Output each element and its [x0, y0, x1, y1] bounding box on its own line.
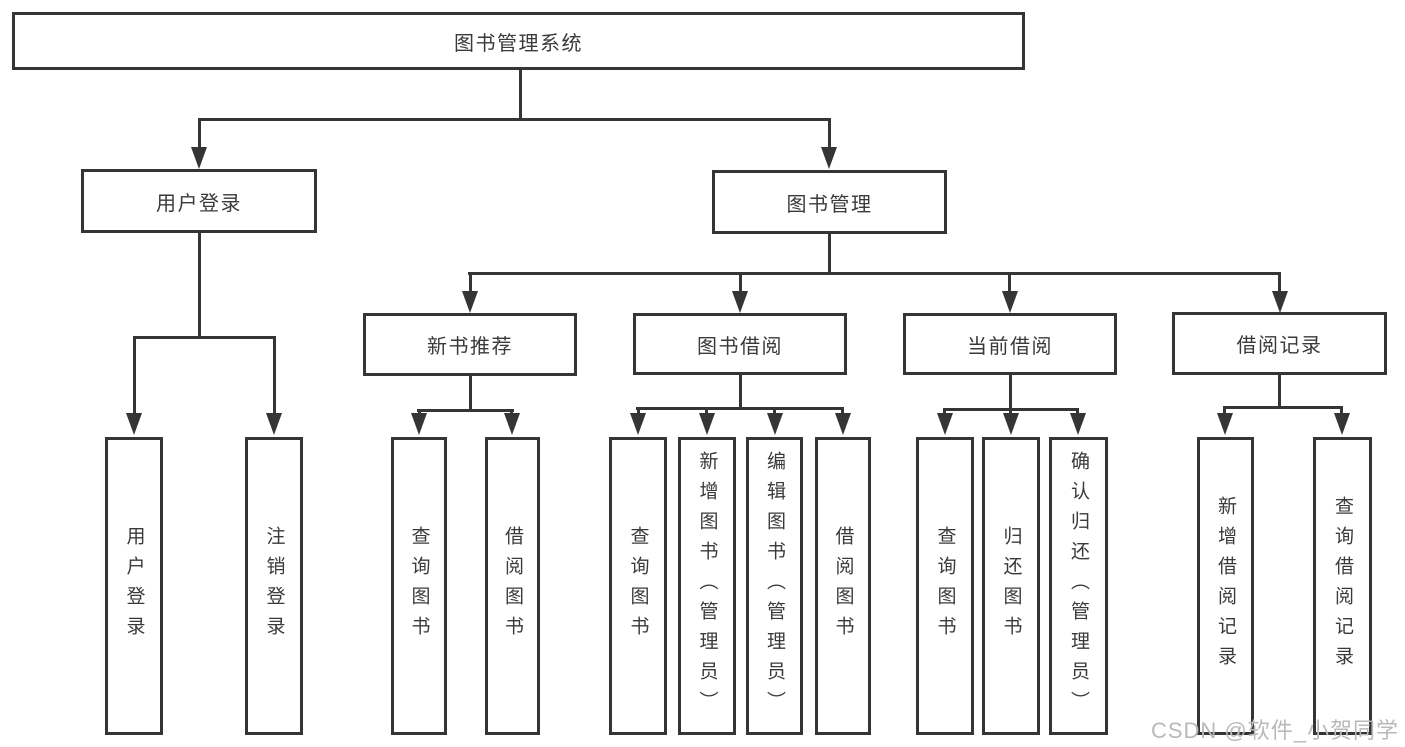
- connector-vline: [1008, 272, 1011, 293]
- leaf-borrow-books-2: 借阅图书: [815, 437, 871, 735]
- leaf-query-books-2: 查询图书: [609, 437, 667, 735]
- node-root: 图书管理系统: [12, 12, 1025, 70]
- arrowhead-down: [1003, 413, 1019, 435]
- arrowhead-down: [937, 413, 953, 435]
- node-new-book-recommend: 新书推荐: [363, 313, 577, 376]
- arrowhead-down: [630, 413, 646, 435]
- leaf-query-borrow-record: 查询借阅记录: [1313, 437, 1372, 735]
- connector-vline: [1009, 375, 1012, 408]
- watermark: CSDN @软件_小贺同学: [1150, 718, 1399, 743]
- connector-vline: [828, 234, 831, 272]
- arrowhead-down: [699, 413, 715, 435]
- leaf-return-books: 归还图书: [982, 437, 1040, 735]
- node-book-borrow: 图书借阅: [633, 313, 847, 375]
- arrowhead-down: [1217, 413, 1233, 435]
- leaf-query-books-3: 查询图书: [916, 437, 974, 735]
- connector-vline: [773, 407, 776, 415]
- connector-vline: [1278, 272, 1281, 293]
- arrowhead-down: [126, 413, 142, 435]
- connector-vline: [828, 118, 831, 149]
- arrowhead-down: [462, 291, 478, 313]
- node-current-borrow: 当前借阅: [903, 313, 1117, 375]
- connector-vline: [943, 408, 946, 415]
- arrowhead-down: [1334, 413, 1350, 435]
- connector-vline: [469, 376, 472, 409]
- arrowhead-down: [767, 413, 783, 435]
- connector-vline: [739, 272, 742, 293]
- connector-hline: [417, 409, 514, 412]
- connector-vline: [198, 118, 201, 149]
- connector-vline: [133, 336, 136, 415]
- arrowhead-down: [266, 413, 282, 435]
- arrowhead-down: [835, 413, 851, 435]
- connector-vline: [1340, 406, 1343, 415]
- leaf-confirm-return-admin: 确认归还（管理员）: [1049, 437, 1108, 735]
- connector-hline: [636, 407, 844, 410]
- leaf-query-books-1: 查询图书: [391, 437, 447, 735]
- arrowhead-down: [1002, 291, 1018, 313]
- connector-vline: [841, 407, 844, 415]
- arrowhead-down: [411, 413, 427, 435]
- connector-hline: [1223, 406, 1343, 409]
- leaf-borrow-books-1: 借阅图书: [485, 437, 540, 735]
- connector-hline: [198, 118, 830, 121]
- arrowhead-down: [732, 291, 748, 313]
- leaf-add-books-admin: 新增图书（管理员）: [678, 437, 736, 735]
- arrowhead-down: [191, 147, 207, 169]
- connector-vline: [519, 70, 522, 118]
- connector-vline: [1076, 408, 1079, 415]
- connector-vline: [469, 272, 472, 293]
- leaf-add-borrow-record: 新增借阅记录: [1197, 437, 1254, 735]
- connector-hline: [133, 336, 275, 339]
- connector-vline: [273, 336, 276, 415]
- connector-vline: [637, 407, 640, 415]
- node-book-management: 图书管理: [712, 170, 947, 234]
- arrowhead-down: [821, 147, 837, 169]
- connector-vline: [1009, 408, 1012, 415]
- connector-vline: [1278, 375, 1281, 406]
- arrowhead-down: [504, 413, 520, 435]
- leaf-edit-books-admin: 编辑图书（管理员）: [746, 437, 803, 735]
- connector-vline: [739, 375, 742, 407]
- connector-vline: [1223, 406, 1226, 415]
- connector-vline: [198, 233, 201, 336]
- leaf-logout: 注销登录: [245, 437, 303, 735]
- node-borrow-records: 借阅记录: [1172, 312, 1387, 375]
- connector-vline: [705, 407, 708, 415]
- arrowhead-down: [1070, 413, 1086, 435]
- node-user-login: 用户登录: [81, 169, 317, 233]
- leaf-user-login: 用户登录: [105, 437, 163, 735]
- arrowhead-down: [1272, 291, 1288, 313]
- connector-hline: [468, 272, 1281, 275]
